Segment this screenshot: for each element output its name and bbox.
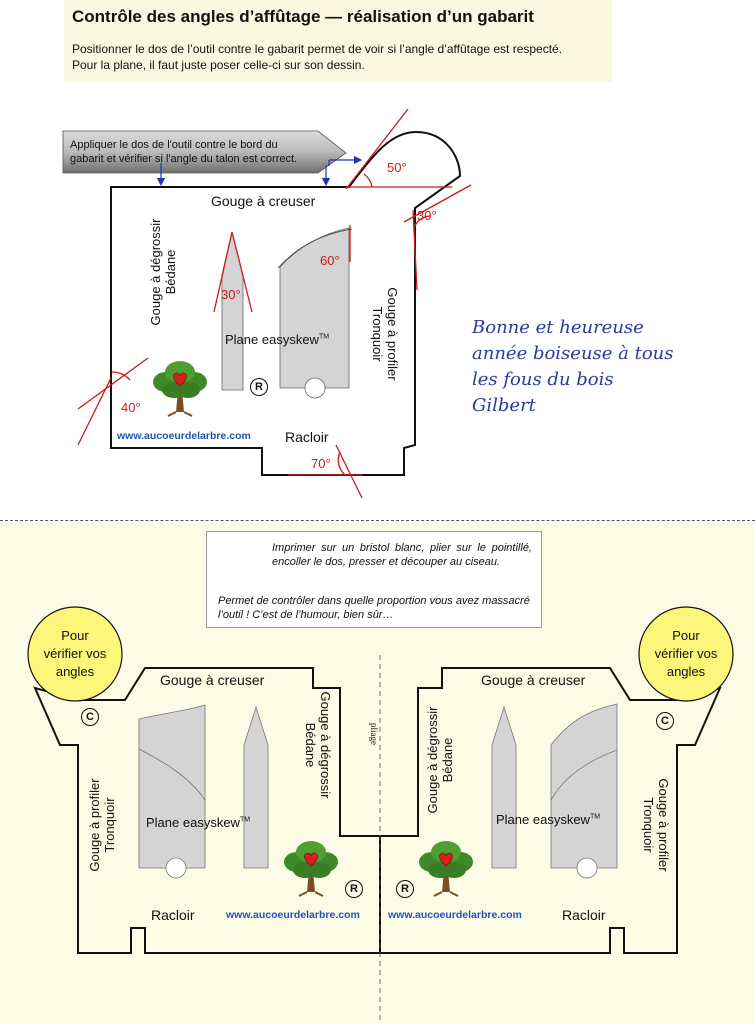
circle-label-right: Pour vérifier vos angles xyxy=(654,628,718,679)
tool-guides-top xyxy=(213,225,353,313)
note-box: Imprimer sur un bristol blanc, plier sur… xyxy=(206,531,542,628)
label-racloir-lower-left: Racloir xyxy=(151,907,195,923)
website-top: www.aucoeurdelarbre.com xyxy=(117,430,251,442)
angle-60: 60° xyxy=(320,253,340,268)
direction-arrows xyxy=(156,155,363,187)
label-gouge-degrossir-lower-right: Gouge à dégrossir Bédane xyxy=(425,706,455,814)
label-racloir-top: Racloir xyxy=(285,429,329,445)
label-gouge-degrossir-lower-left: Gouge à dégrossir Bédane xyxy=(303,691,333,799)
instruction-bar xyxy=(62,130,347,174)
template-outline-lower-right xyxy=(379,667,722,954)
dashed-divider xyxy=(0,520,755,521)
label-gouge-profiler-top: Gouge à profiler Tronquoir xyxy=(370,287,400,381)
angle-30-right: 30° xyxy=(417,208,437,223)
angle-50: 50° xyxy=(387,160,407,175)
tool-shapes-lower xyxy=(138,703,618,879)
template-outline-top xyxy=(110,130,462,476)
label-gouge-profiler-lower-left: Gouge à profiler Tronquoir xyxy=(87,778,117,872)
yellow-circle-right xyxy=(638,606,734,702)
angle-30-tool: 30° xyxy=(221,287,241,302)
page-title: Contrôle des angles d’affûtage — réalisa… xyxy=(72,7,534,26)
registered-icon-lower-right: R xyxy=(396,880,414,898)
label-gouge-profiler-lower-right: Gouge à profiler Tronquoir xyxy=(641,778,671,872)
fold-label: pliage xyxy=(369,723,379,745)
header-description: Positionner le dos de l’outil contre le … xyxy=(72,41,612,73)
label-plane-lower-right: Plane easyskewTM xyxy=(496,812,601,827)
label-plane-lower-left: Plane easyskewTM xyxy=(146,815,251,830)
registered-icon-lower-left: R xyxy=(345,880,363,898)
label-racloir-lower-right: Racloir xyxy=(562,907,606,923)
instruction-line-2: gabarit et vérifier si l'angle du talon … xyxy=(70,153,298,165)
label-gouge-creuser-top: Gouge à creuser xyxy=(211,193,316,209)
header-line-2: Pour la plane, il faut juste poser celle… xyxy=(72,58,365,72)
registered-icon-top: R xyxy=(250,378,268,396)
label-gouge-creuser-lower-left: Gouge à creuser xyxy=(160,672,265,688)
label-gouge-degrossir-top: Gouge à dégrossir Bédane xyxy=(148,218,178,326)
website-lower-right: www.aucoeurdelarbre.com xyxy=(388,909,522,921)
copyright-icon-left: C xyxy=(81,708,99,726)
instruction-text: Appliquer le dos de l'outil contre le bo… xyxy=(70,138,297,166)
tool-shapes-top xyxy=(221,227,350,399)
label-plane-top: Plane easyskewTM xyxy=(225,332,330,347)
note-paragraph-2: Permet de contrôler dans quelle proporti… xyxy=(218,595,530,621)
angle-70: 70° xyxy=(311,456,331,471)
yellow-circle-left xyxy=(27,606,123,702)
label-gouge-creuser-lower-right: Gouge à creuser xyxy=(481,672,586,688)
note-paragraph-1: Imprimer sur un bristol blanc, plier sur… xyxy=(272,542,532,568)
header-panel xyxy=(64,0,612,82)
angle-40: 40° xyxy=(121,400,141,415)
greeting-text: Bonne et heureuse année boiseuse à tous … xyxy=(472,317,674,416)
instruction-line-1: Appliquer le dos de l'outil contre le bo… xyxy=(70,139,278,151)
circle-label-left: Pour vérifier vos angles xyxy=(43,628,107,679)
angle-guides-top xyxy=(77,108,472,499)
website-lower-left: www.aucoeurdelarbre.com xyxy=(226,909,360,921)
copyright-icon-right: C xyxy=(656,712,674,730)
header-line-1: Positionner le dos de l’outil contre le … xyxy=(72,42,563,56)
